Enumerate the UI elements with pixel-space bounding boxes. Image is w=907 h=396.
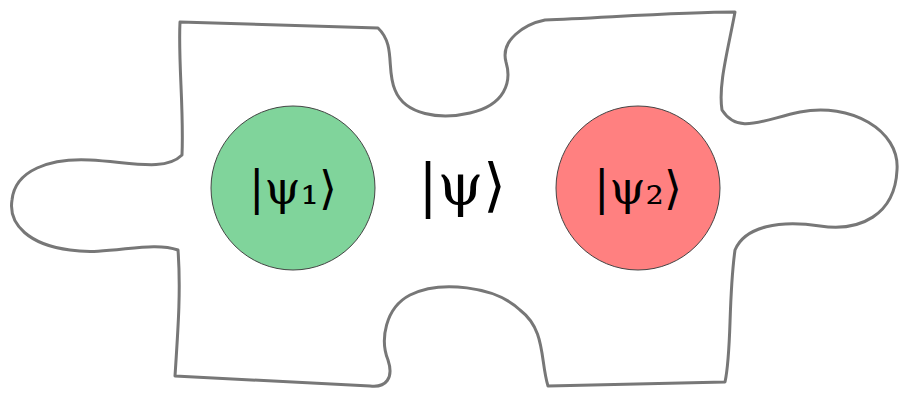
circle-outline (556, 106, 720, 270)
state-circle: |ψ₂⟩ (555, 105, 721, 271)
state-label: |ψ₁⟩ (249, 163, 337, 214)
circle-outline (211, 106, 375, 270)
state-label: |ψ⟩ (418, 154, 506, 218)
state-label: |ψ₂⟩ (594, 163, 682, 214)
puzzle-outline (12, 12, 898, 386)
state-circle: |ψ₁⟩ (210, 105, 376, 271)
